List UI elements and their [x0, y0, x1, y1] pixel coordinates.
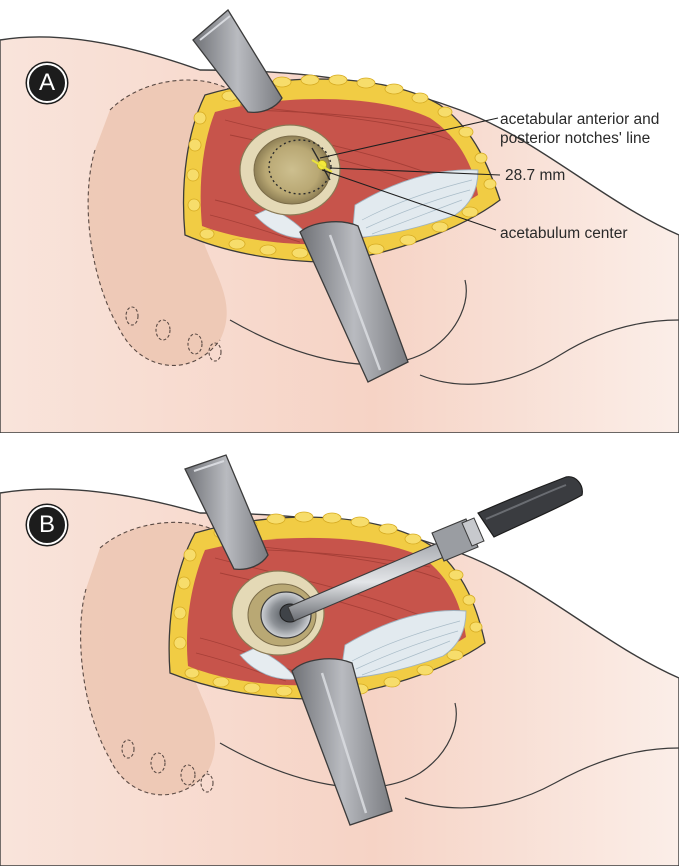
panel-a: A acetabular anterior and posterior notc… [0, 9, 679, 433]
distance-measure-line [311, 159, 333, 173]
buttock-fold [219, 702, 457, 789]
label-notch-line-2: posterior notches' line [500, 130, 651, 147]
panel-b: B [0, 433, 679, 866]
panel-a-label: A [27, 63, 67, 103]
lower-retractor [291, 658, 393, 826]
buttock-fold [229, 279, 467, 366]
obturator-holes [125, 306, 222, 362]
upper-retractor [192, 9, 283, 114]
thigh-contour [404, 747, 679, 809]
tendon-striations [361, 179, 473, 235]
leader-center [321, 169, 497, 231]
panel-b-label: B [27, 505, 67, 545]
label-notch-line: acetabular anterior and posterior notche… [500, 110, 659, 148]
thigh-contour [419, 319, 679, 385]
acetabular-reamer [287, 476, 583, 622]
lower-retractor [299, 221, 409, 383]
panel-b-illustration [0, 454, 679, 866]
acetabulum-dotted-circle [268, 139, 332, 195]
label-notch-line-1: acetabular anterior and [500, 111, 660, 128]
leader-notch-line [319, 117, 499, 159]
fat-lobules [186, 74, 497, 260]
panel-a-illustration [0, 9, 679, 433]
label-distance: 28.7 mm [505, 167, 566, 184]
label-acetabulum-center: acetabulum center [500, 225, 628, 242]
obturator-holes [121, 739, 214, 793]
upper-retractor [184, 454, 269, 571]
tendon-striations [351, 620, 461, 676]
leader-distance [329, 167, 501, 176]
